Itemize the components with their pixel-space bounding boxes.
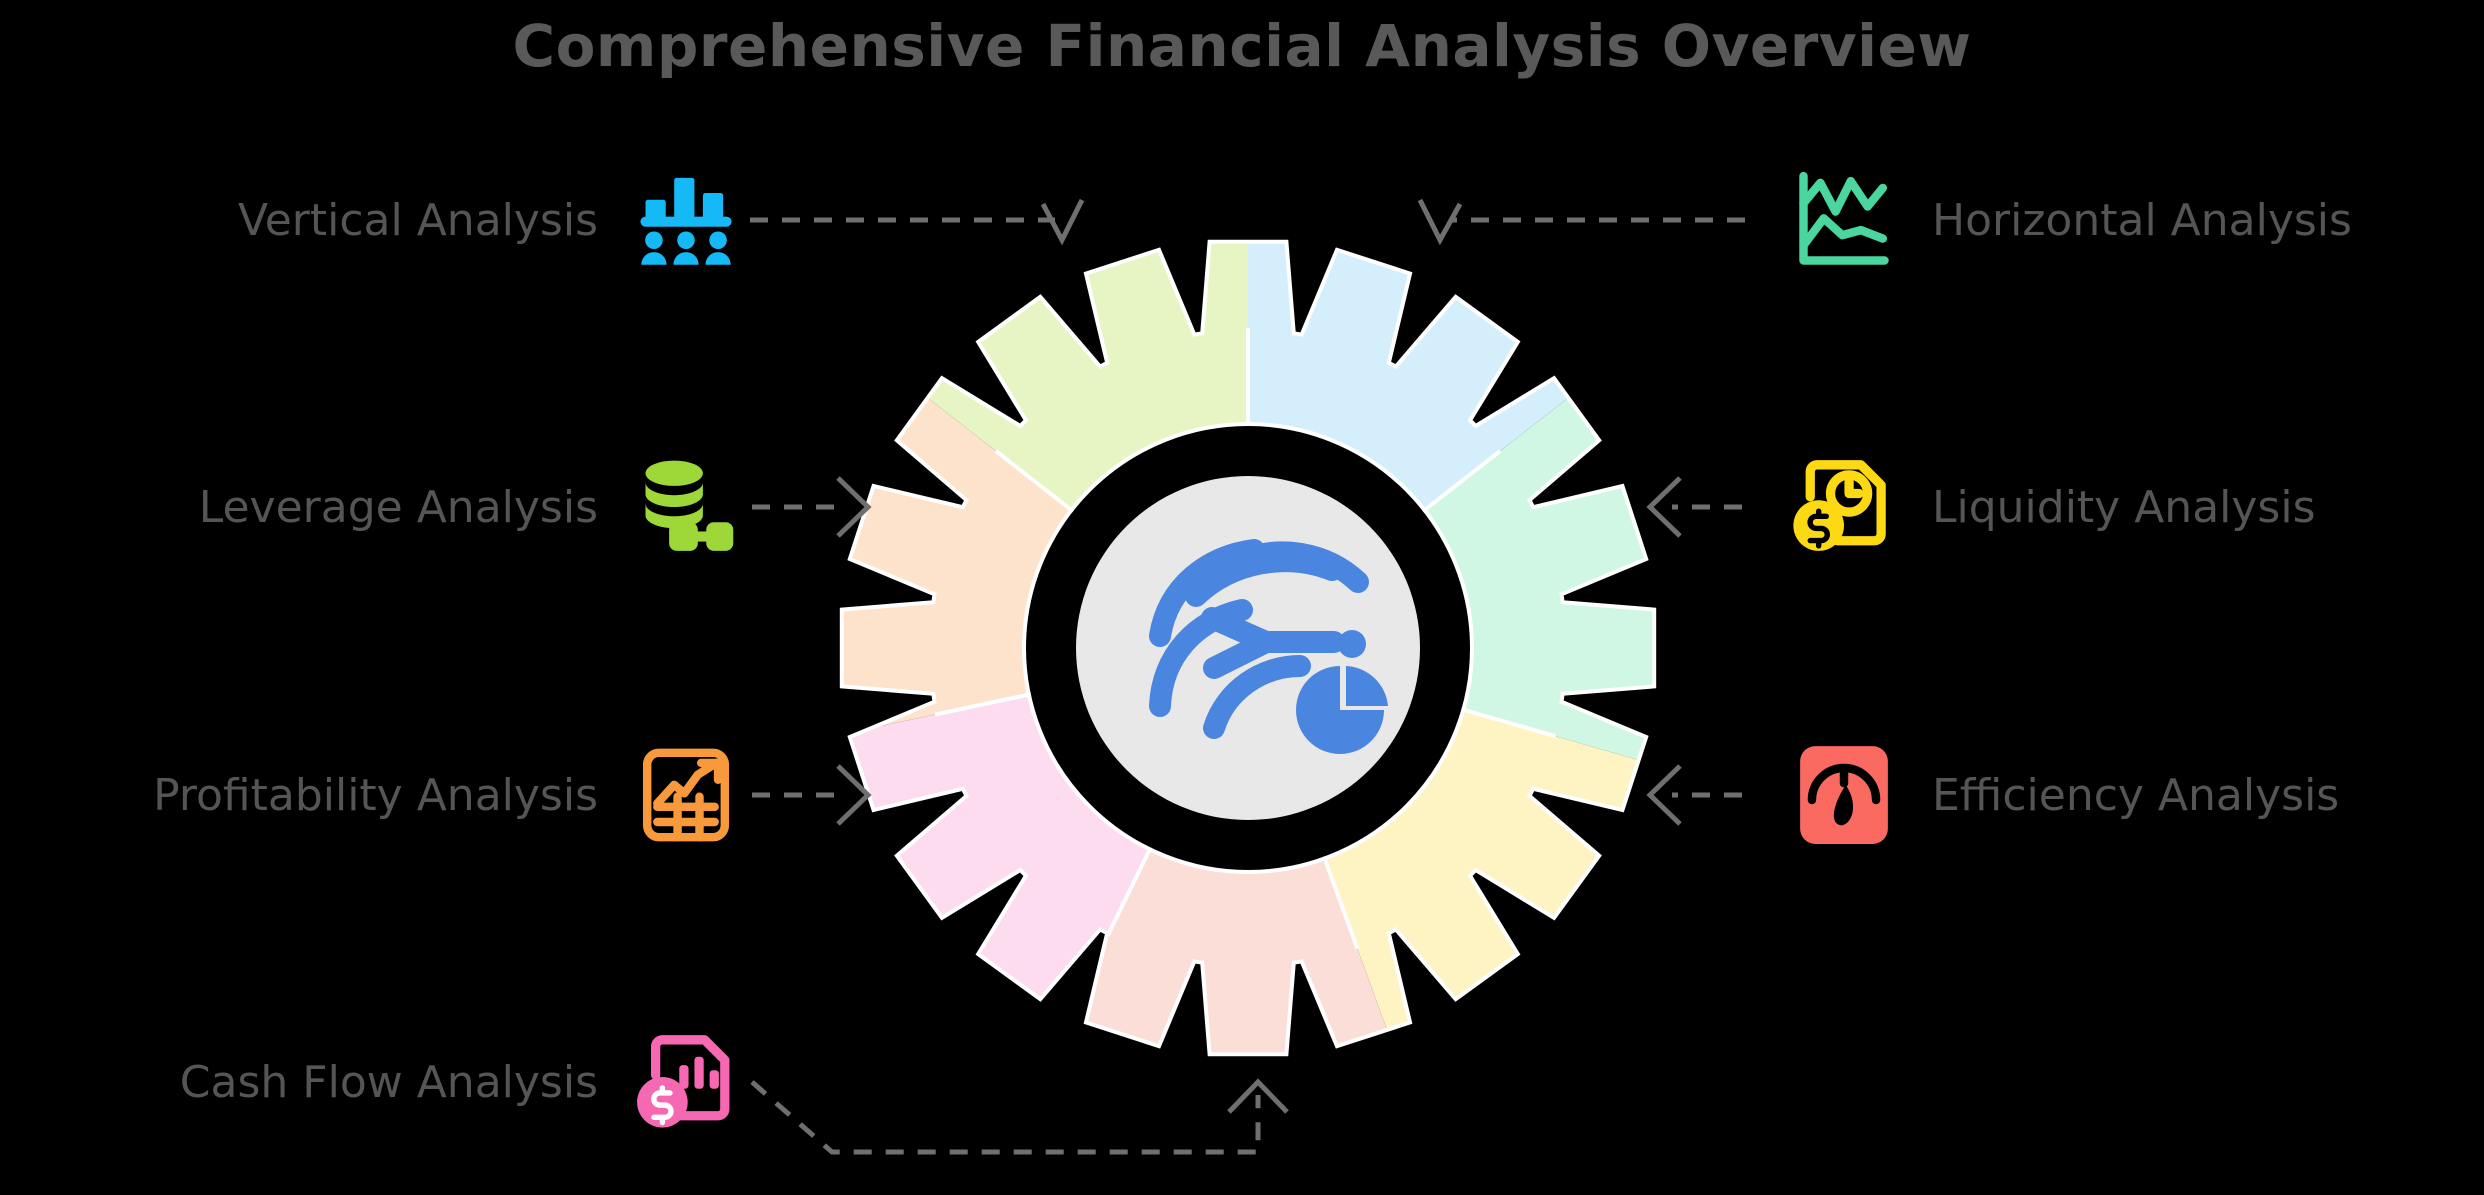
label-liquidity-analysis: Liquidity Analysis (1932, 481, 2316, 533)
page-title: Comprehensive Financial Analysis Overvie… (512, 12, 1972, 80)
document-dollar-bars-icon (637, 1035, 730, 1128)
gear-segment-divider (934, 692, 1032, 717)
node-efficiency-analysis[interactable]: Efficiency Analysis (1790, 735, 2430, 855)
label-profitability-analysis: Profitability Analysis (153, 769, 598, 821)
label-vertical-analysis: Vertical Analysis (238, 194, 598, 246)
analytics-swoosh-pie-logo (1149, 539, 1388, 754)
gear-segment-divider (1105, 846, 1153, 937)
label-efficiency-analysis: Efficiency Analysis (1932, 769, 2340, 821)
connector-horizontal-analysis (1417, 198, 1745, 246)
calculator-growth-icon (642, 748, 730, 842)
financial-analysis-gear (838, 238, 1658, 1058)
node-leverage-analysis[interactable]: Leverage Analysis (120, 447, 740, 567)
connector-vertical-analysis (750, 198, 1085, 246)
label-cash-flow-analysis: Cash Flow Analysis (179, 1056, 598, 1108)
label-horizontal-analysis: Horizontal Analysis (1932, 194, 2352, 246)
gear-segment-divider (1421, 449, 1502, 513)
node-liquidity-analysis[interactable]: Liquidity Analysis (1790, 447, 2430, 567)
bar-chart-people-icon (640, 177, 732, 265)
connector-efficiency-analysis (1646, 764, 1742, 826)
connector-cash-flow-analysis (750, 1078, 1289, 1155)
gauge-speedometer-icon (1800, 746, 1888, 844)
coins-dumbbell-icon (645, 460, 734, 551)
node-vertical-analysis[interactable]: Vertical Analysis (120, 160, 740, 280)
line-chart-icon (1799, 171, 1889, 265)
node-horizontal-analysis[interactable]: Horizontal Analysis (1790, 160, 2430, 280)
document-clock-dollar-icon (1793, 460, 1886, 551)
label-leverage-analysis: Leverage Analysis (198, 481, 598, 533)
gear-segment-divider (1322, 855, 1360, 950)
gear-segment-divider (994, 449, 1075, 513)
gear-segment-divider (1460, 707, 1557, 739)
connector-liquidity-analysis (1646, 476, 1742, 538)
node-profitability-analysis[interactable]: Profitability Analysis (80, 735, 740, 855)
node-cash-flow-analysis[interactable]: Cash Flow Analysis (100, 1022, 740, 1142)
